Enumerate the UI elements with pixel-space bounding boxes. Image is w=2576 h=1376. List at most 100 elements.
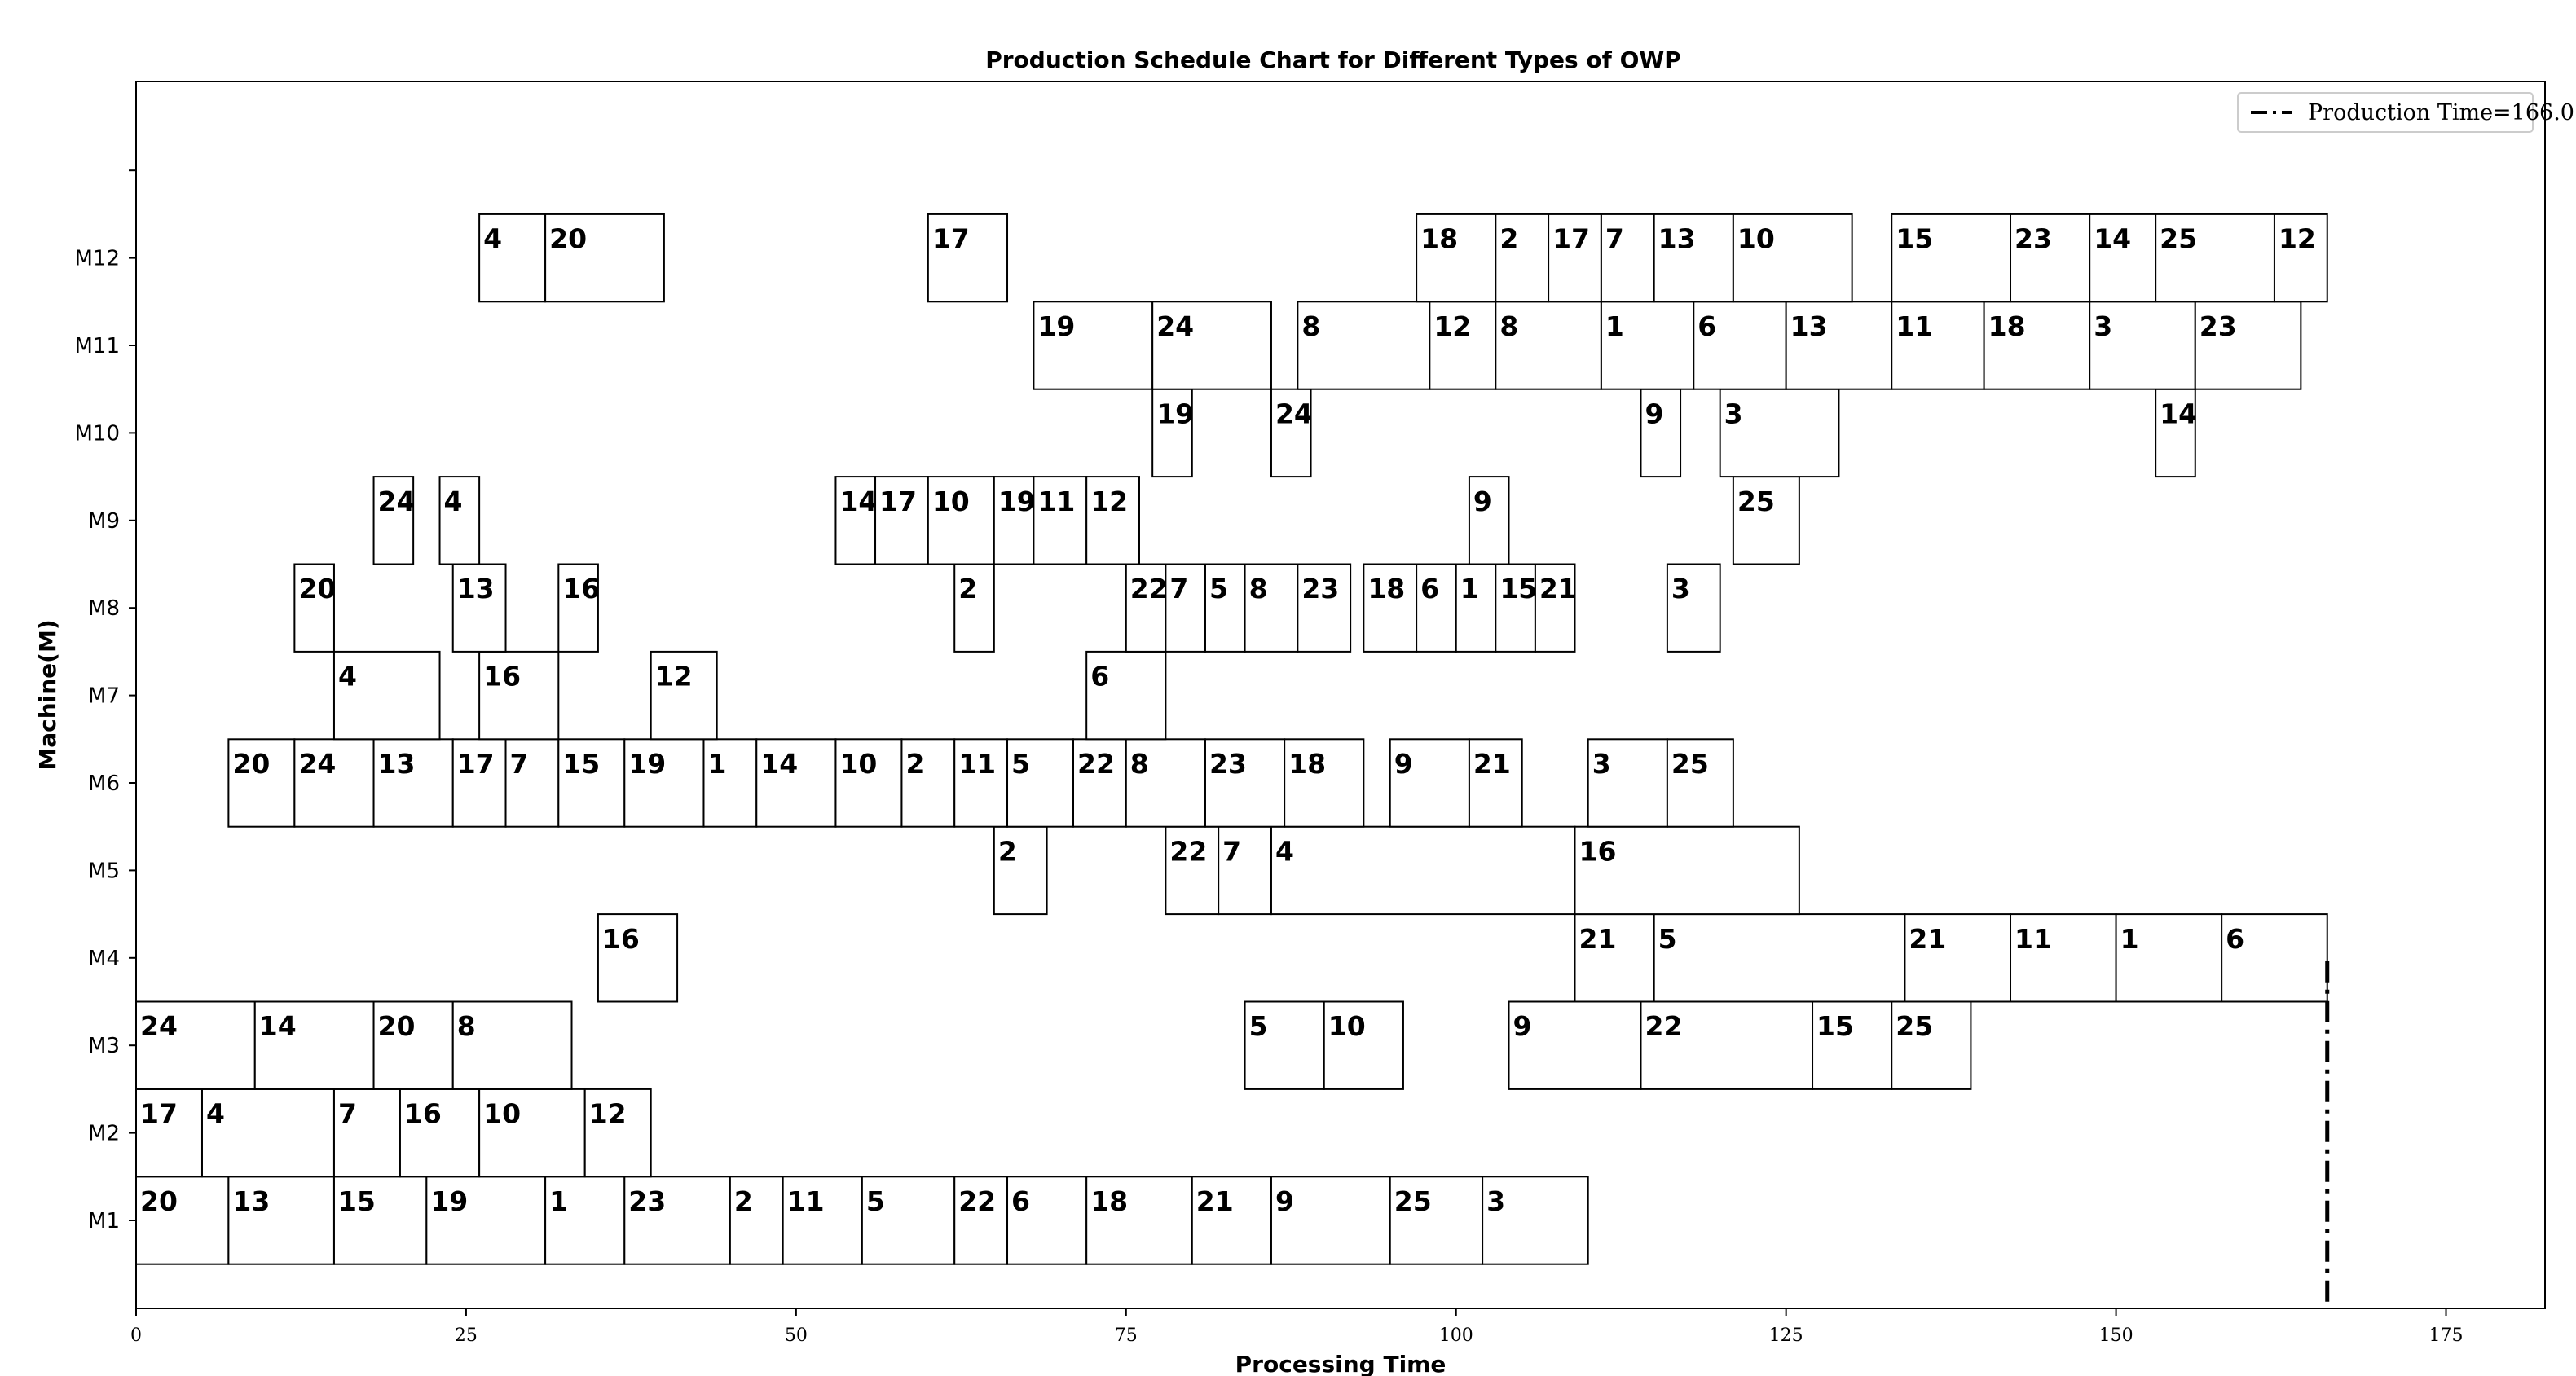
task-rect bbox=[2221, 913, 2328, 1003]
task-job-label: 12 bbox=[1090, 486, 1128, 517]
y-tick-label: M7 bbox=[88, 684, 120, 709]
task-bar: 17 bbox=[451, 738, 507, 828]
task-job-label: 2 bbox=[905, 748, 924, 780]
task-bar: 3 bbox=[1719, 388, 1840, 478]
task-bar: 14 bbox=[2089, 213, 2157, 303]
task-job-label: 5 bbox=[1249, 1010, 1268, 1042]
task-bar: 14 bbox=[253, 1000, 375, 1090]
task-rect bbox=[874, 476, 929, 565]
task-job-label: 21 bbox=[1473, 748, 1511, 780]
task-bar: 19 bbox=[993, 476, 1036, 565]
task-job-label: 9 bbox=[1394, 748, 1413, 780]
task-bar: 2 bbox=[953, 563, 995, 653]
task-job-label: 24 bbox=[140, 1010, 178, 1042]
task-bar: 16 bbox=[478, 650, 560, 741]
task-bar: 10 bbox=[834, 738, 903, 828]
task-rect bbox=[1033, 301, 1154, 390]
task-bar: 23 bbox=[1204, 738, 1286, 828]
task-job-label: 15 bbox=[562, 748, 600, 780]
task-job-label: 13 bbox=[378, 748, 416, 780]
task-job-label: 8 bbox=[1301, 310, 1320, 342]
task-rect bbox=[438, 476, 481, 565]
task-bar: 5 bbox=[1204, 563, 1246, 653]
task-rect bbox=[1508, 1000, 1642, 1090]
task-rect bbox=[1693, 301, 1787, 390]
task-rect bbox=[478, 213, 547, 303]
task-rect bbox=[1363, 563, 1418, 653]
task-rect bbox=[2089, 213, 2157, 303]
task-job-label: 12 bbox=[1433, 310, 1471, 342]
task-job-label: 17 bbox=[1552, 223, 1590, 255]
task-bar: 1 bbox=[702, 738, 758, 828]
task-job-label: 7 bbox=[1169, 573, 1188, 604]
task-bar: 14 bbox=[755, 738, 837, 828]
task-bar: 20 bbox=[293, 563, 336, 653]
task-bar: 5 bbox=[861, 1176, 956, 1265]
task-rect bbox=[953, 563, 995, 653]
x-tick-label: 175 bbox=[2429, 1325, 2464, 1346]
task-rect bbox=[1653, 913, 1906, 1003]
y-tick-label: M3 bbox=[88, 1034, 120, 1058]
task-bar: 25 bbox=[1732, 476, 1800, 565]
task-job-label: 24 bbox=[1275, 398, 1313, 429]
task-rect bbox=[702, 738, 758, 828]
task-rect bbox=[755, 738, 837, 828]
task-job-label: 18 bbox=[1288, 748, 1326, 780]
task-job-label: 16 bbox=[1579, 835, 1617, 867]
task-rect bbox=[1666, 563, 1721, 653]
task-job-label: 20 bbox=[298, 573, 336, 604]
task-bar: 10 bbox=[927, 476, 995, 565]
task-bar: 6 bbox=[1693, 301, 1787, 390]
task-bar: 6 bbox=[1416, 563, 1457, 653]
task-rect bbox=[1548, 213, 1602, 303]
task-bar: 12 bbox=[1085, 476, 1140, 565]
task-job-label: 20 bbox=[140, 1185, 178, 1217]
task-job-label: 4 bbox=[1275, 835, 1294, 867]
task-bar: 18 bbox=[1416, 213, 1497, 303]
task-bar: 22 bbox=[1072, 738, 1127, 828]
task-job-label: 1 bbox=[549, 1185, 568, 1217]
task-job-label: 15 bbox=[1499, 573, 1537, 604]
task-bar: 9 bbox=[1640, 388, 1682, 478]
task-job-label: 19 bbox=[998, 486, 1036, 517]
task-bar: 25 bbox=[1891, 1000, 1972, 1090]
task-rect bbox=[1416, 563, 1457, 653]
task-rect bbox=[1125, 563, 1167, 653]
task-bar: 9 bbox=[1270, 1176, 1391, 1265]
task-bar: 18 bbox=[1284, 738, 1365, 828]
task-bar: 4 bbox=[478, 213, 547, 303]
task-bar: 3 bbox=[1666, 563, 1721, 653]
task-bar: 14 bbox=[2155, 388, 2197, 478]
task-job-label: 21 bbox=[1579, 923, 1617, 955]
task-job-label: 16 bbox=[602, 923, 640, 955]
task-bar: 17 bbox=[874, 476, 929, 565]
y-tick-label: M12 bbox=[74, 247, 120, 271]
task-bar: 10 bbox=[1732, 213, 1853, 303]
task-job-label: 1 bbox=[2120, 923, 2139, 955]
task-job-label: 6 bbox=[1011, 1185, 1030, 1217]
task-job-label: 15 bbox=[1896, 223, 1933, 255]
y-tick-label: M2 bbox=[88, 1122, 120, 1146]
task-rect bbox=[782, 1176, 863, 1265]
task-bar: 7 bbox=[1218, 825, 1272, 916]
task-bar: 7 bbox=[1165, 563, 1206, 653]
task-job-label: 25 bbox=[1737, 486, 1775, 517]
task-job-label: 5 bbox=[866, 1185, 885, 1217]
task-bar: 12 bbox=[650, 650, 718, 741]
task-rect bbox=[372, 738, 454, 828]
task-bar: 12 bbox=[1429, 301, 1497, 390]
task-job-label: 5 bbox=[1658, 923, 1677, 955]
task-job-label: 2 bbox=[734, 1185, 753, 1217]
task-bar: 2 bbox=[900, 738, 956, 828]
y-tick-label: M11 bbox=[74, 334, 120, 358]
task-bar: 11 bbox=[953, 738, 1009, 828]
task-job-label: 19 bbox=[430, 1185, 468, 1217]
task-rect bbox=[1270, 1176, 1391, 1265]
task-rect bbox=[478, 650, 560, 741]
task-rect bbox=[729, 1176, 784, 1265]
task-rect bbox=[1891, 213, 2012, 303]
task-bar: 13 bbox=[1653, 213, 1734, 303]
x-tick-label: 100 bbox=[1439, 1325, 1473, 1346]
task-rect bbox=[293, 563, 335, 653]
